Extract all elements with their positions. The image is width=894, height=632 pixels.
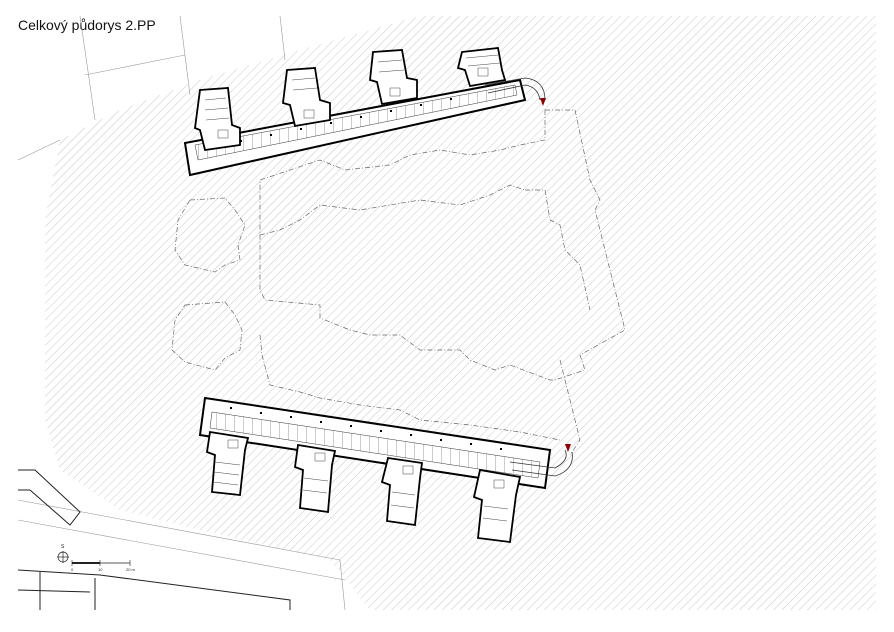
street-outline xyxy=(17,469,291,610)
bottom-stair-cores xyxy=(206,430,522,544)
context-lines xyxy=(17,15,346,611)
top-core-interiors xyxy=(204,54,501,139)
bottom-ramp xyxy=(509,449,573,477)
top-entrance-marker xyxy=(540,98,546,106)
north-arrow: S xyxy=(57,544,69,563)
top-ramp xyxy=(484,77,546,101)
bottom-columns xyxy=(230,407,502,450)
building-footprints-dashed xyxy=(171,109,626,456)
scale-tick-0: 0 xyxy=(71,567,74,572)
scale-bar: 0 10 20 m xyxy=(71,560,136,572)
scale-tick-10: 10 xyxy=(98,567,103,572)
terrain-hatch xyxy=(45,16,876,610)
drawing-title: Celkový půdorys 2.PP xyxy=(18,17,156,33)
north-label: S xyxy=(61,544,65,550)
top-columns xyxy=(240,98,452,142)
scale-tick-20: 20 m xyxy=(126,567,136,572)
bottom-entrance-marker xyxy=(565,444,571,452)
top-garage xyxy=(183,47,546,177)
bottom-core-interiors xyxy=(212,439,509,522)
top-stair-cores xyxy=(194,47,507,152)
bottom-garage xyxy=(198,396,573,544)
